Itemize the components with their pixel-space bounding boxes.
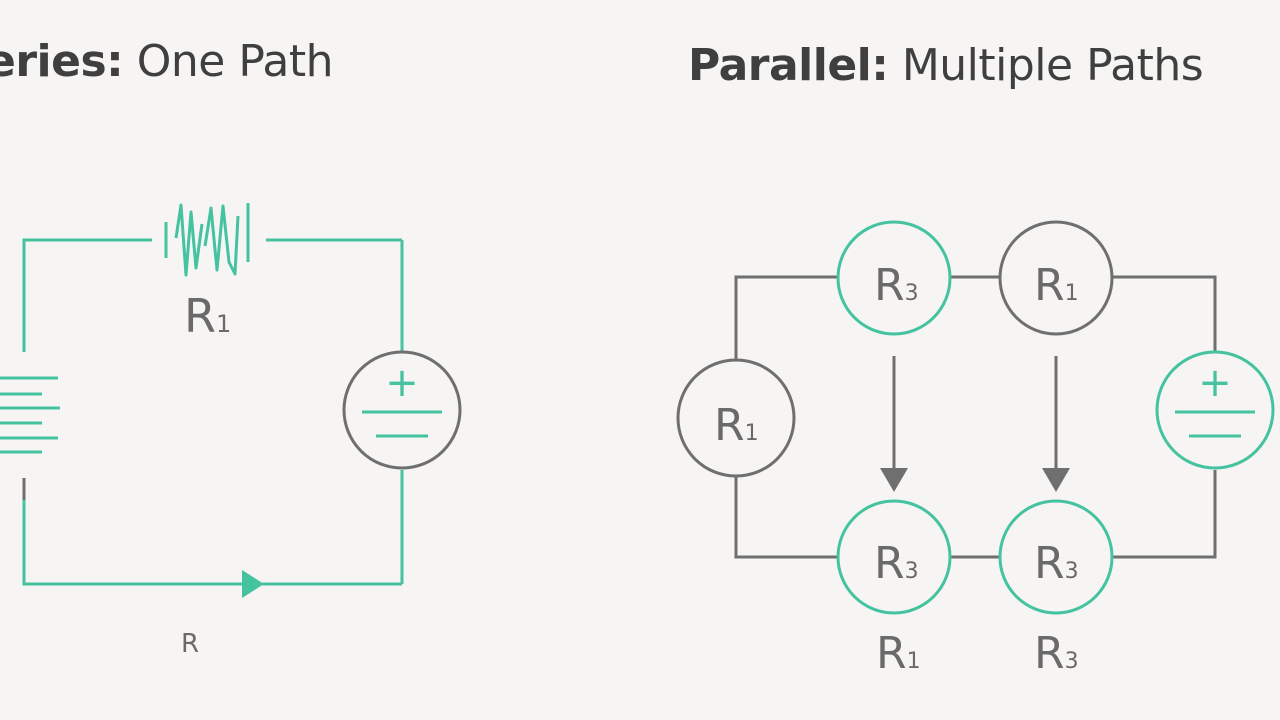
series-source-plus: + [385, 360, 419, 406]
parallel-heading-rest: Multiple Paths [888, 40, 1204, 91]
series-circuit: R1 + R [0, 203, 462, 659]
parallel-circuit: R1 R3 R1 R3 R3 + [676, 220, 1275, 679]
series-current-arrow-icon [242, 570, 264, 598]
svg-text:R3: R3 [874, 260, 919, 311]
parallel-branch-right-arrow-icon [1042, 468, 1070, 492]
svg-text:R1: R1 [1034, 260, 1079, 311]
svg-text:R1: R1 [714, 400, 759, 451]
series-current-label: R [181, 629, 199, 659]
parallel-wire-top-right [1113, 275, 1217, 352]
parallel-bottom-left-resistor: R3 [836, 499, 952, 615]
parallel-wires [734, 275, 1217, 559]
svg-text:R3: R3 [874, 538, 919, 589]
parallel-bottom-right-resistor: R3 [998, 499, 1114, 615]
parallel-heading-bold: Parallel: [688, 40, 889, 91]
series-wire-bottom [22, 500, 402, 586]
parallel-wire-bottom-right [1113, 470, 1217, 559]
parallel-wire-bottom-left [734, 476, 838, 559]
parallel-source-icon: + [1155, 350, 1275, 470]
parallel-left-resistor: R1 [676, 358, 796, 478]
series-heading: eries: One Path [0, 36, 333, 87]
parallel-source-plus: + [1198, 360, 1232, 406]
series-heading-rest: One Path [123, 36, 334, 87]
parallel-top-left-resistor: R3 [836, 220, 952, 336]
series-heading-bold: eries: [0, 36, 124, 87]
parallel-heading: Parallel: Multiple Paths [688, 40, 1204, 91]
parallel-label-below-left: R1 [876, 628, 921, 679]
series-wire-top-left [22, 238, 152, 352]
series-resistor-symbol [164, 203, 250, 277]
parallel-label-below-right: R3 [1034, 628, 1079, 679]
series-wires [22, 238, 404, 586]
parallel-top-right-resistor: R1 [998, 220, 1114, 336]
series-source-icon: + [342, 350, 462, 470]
series-battery-symbol [0, 376, 60, 454]
parallel-branch-left-arrow-icon [880, 468, 908, 492]
svg-text:R3: R3 [1034, 538, 1079, 589]
parallel-wire-top-left [734, 275, 838, 360]
series-resistor-label: R1 [184, 289, 231, 343]
